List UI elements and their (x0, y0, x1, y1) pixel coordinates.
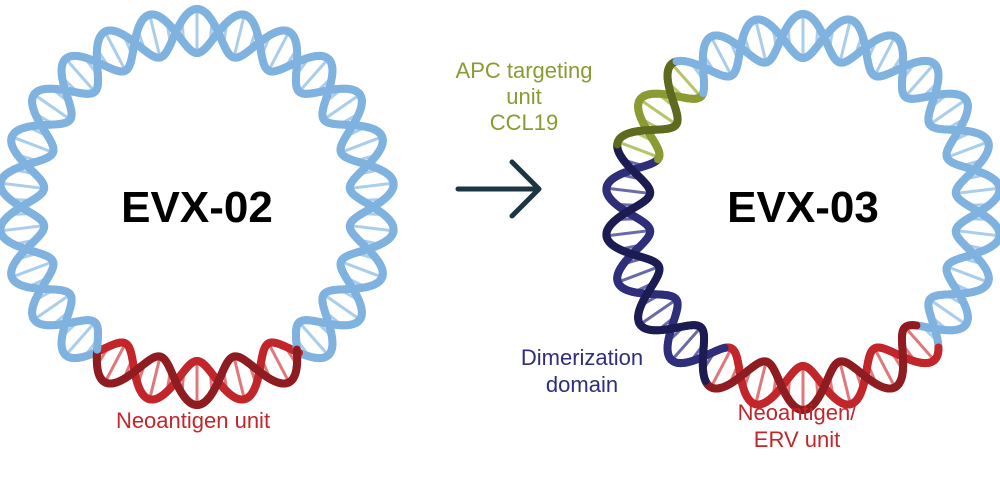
evx-03-base-pair (903, 325, 936, 362)
evx-03-base-pair (709, 346, 733, 389)
evx-02-base-pair (297, 57, 330, 94)
evx-02-base-pair (232, 13, 246, 59)
evx-03-dna-helix (602, 10, 1000, 414)
evx-02-base-pair (232, 355, 246, 401)
evx-02-base-pair (103, 30, 127, 73)
evx-03-base-pair (945, 265, 990, 284)
evx-02-base-pair (339, 135, 384, 154)
dimerization-label-line-1: Dimerization (521, 345, 643, 370)
evx-03-base-pair (754, 360, 768, 406)
evx-02-base-pair (348, 224, 396, 233)
evx-02-base-pair (32, 93, 72, 122)
evx-02-base-pair (32, 292, 72, 321)
neoantigen-unit-label: Neoantigen unit (116, 408, 270, 433)
evx-02-base-pair (64, 320, 97, 357)
evx-02-base-pair (322, 292, 362, 321)
evx-03-base-pair (754, 18, 768, 64)
apc-label-line-2: unit (506, 84, 541, 109)
evx-03-base-pair (638, 297, 678, 326)
evx-02-base-pair (148, 13, 162, 59)
evx-03-base-pair (903, 62, 936, 99)
evx-03-base-pair (604, 186, 652, 195)
evx-03-base-pair (954, 186, 1000, 195)
neoantigen-erv-label-line-1: Neoantigen/ (738, 400, 858, 425)
evx-02-base-pair (103, 341, 127, 384)
arrow-head-icon (509, 159, 542, 219)
apc-label-line-1: APC targeting (456, 58, 593, 83)
evx-03-title: EVX-03 (727, 183, 879, 232)
evx-03-base-pair (670, 62, 703, 99)
evx-02-plasmid: EVX-02 Neoantigen unit (0, 5, 398, 433)
evx-03-base-pair (838, 360, 852, 406)
evx-03-base-pair (638, 98, 678, 127)
evx-02-base-pair (64, 57, 97, 94)
evx-03-base-pair (670, 325, 703, 362)
evx-02-base-pair (297, 320, 330, 357)
evx-03-base-pair (604, 229, 652, 238)
evx-02-base-pair (10, 135, 55, 154)
evx-02-strand-segment (366, 201, 377, 211)
evx-03-base-pair (873, 346, 897, 389)
evx-03-base-pair (945, 140, 990, 159)
evx-02-base-pair (267, 341, 291, 384)
evx-03-strand-segment (972, 206, 983, 216)
evx-02-base-pair (348, 181, 396, 190)
evx-03-base-pair (873, 35, 897, 78)
neoantigen-erv-label-line-2: ERV unit (754, 427, 840, 452)
evx-03-base-pair (928, 98, 968, 127)
transformation-arrow: APC targeting unit CCL19 (455, 58, 593, 219)
evx-02-title: EVX-02 (121, 183, 273, 232)
evx-02-dna-helix (0, 5, 398, 409)
evx-03-base-pair (709, 35, 733, 78)
evx-02-base-pair (339, 260, 384, 279)
evx-03-base-pair (954, 229, 1000, 238)
evx-03-base-pair (616, 265, 661, 284)
evx-02-base-pair (0, 224, 46, 233)
dimerization-label-line-2: domain (546, 372, 618, 397)
evx-03-plasmid: EVX-03 Dimerization domain Neoantigen/ E… (521, 10, 1000, 452)
apc-label-line-3: CCL19 (490, 110, 558, 135)
evx-03-base-pair (616, 140, 661, 159)
evx-02-base-pair (267, 30, 291, 73)
evx-02-base-pair (10, 260, 55, 279)
evx-02-base-pair (322, 93, 362, 122)
evx-03-base-pair (928, 297, 968, 326)
evx-02-base-pair (0, 181, 46, 190)
evx-03-base-pair (838, 18, 852, 64)
evx-02-base-pair (148, 355, 162, 401)
